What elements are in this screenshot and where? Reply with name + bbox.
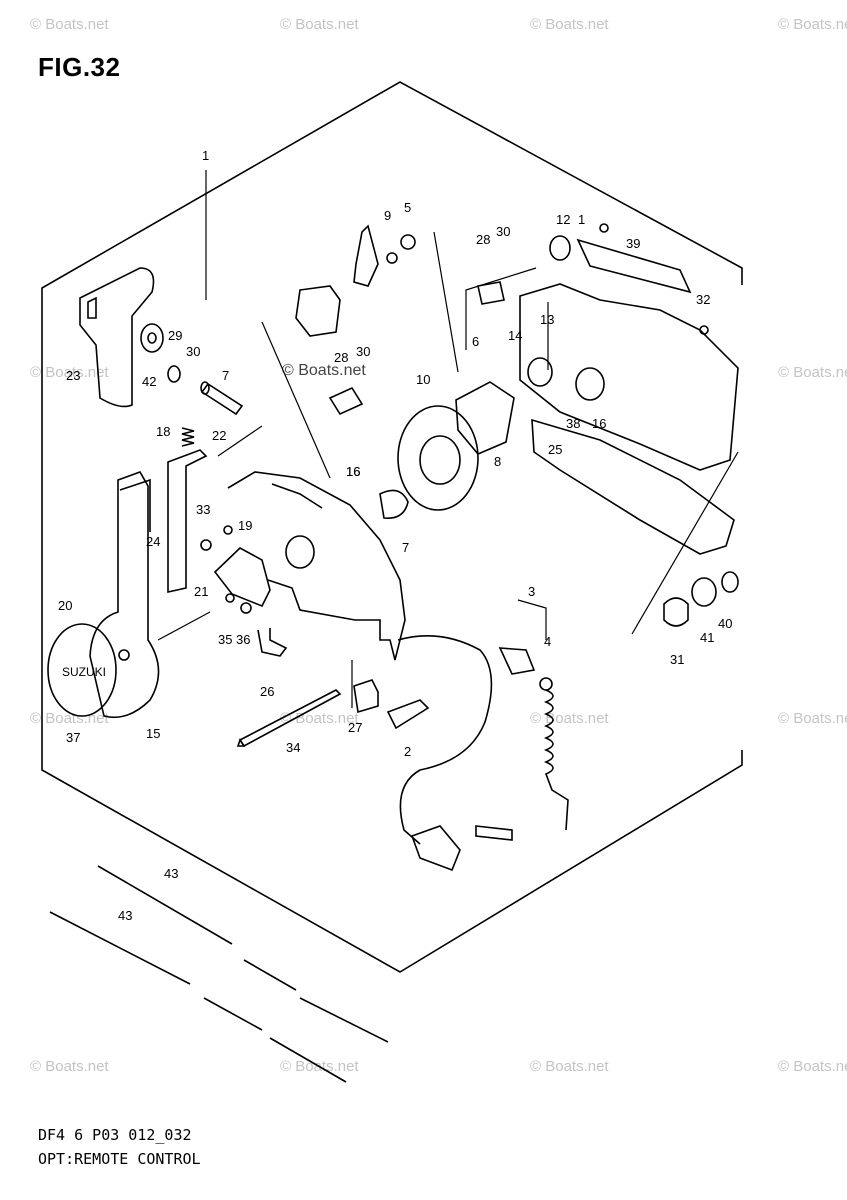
callout-label: 14: [508, 328, 522, 343]
callout-label: 21: [194, 584, 208, 599]
callout-label: 33: [196, 502, 210, 517]
callout-label: 35: [218, 632, 232, 647]
callout-label: 16: [346, 464, 360, 479]
clip-part: [257, 628, 288, 657]
stop-switch-part: [498, 647, 536, 675]
callout-label: 3: [528, 584, 535, 599]
gear-disc-part: [397, 405, 479, 511]
callout-label: 9: [384, 208, 391, 223]
callout-label: 7: [222, 368, 229, 383]
actuator-part: [455, 381, 515, 455]
watermark: © Boats.net: [530, 710, 609, 727]
watermark: © Boats.net: [778, 364, 847, 381]
callout-label: 31: [670, 652, 684, 667]
callout-label: 20: [58, 598, 72, 613]
watermark: © Boats.net: [30, 364, 109, 381]
callout-label: 42: [142, 374, 156, 389]
callout-label: 28: [476, 232, 490, 247]
callout-label: 39: [626, 236, 640, 251]
watermark: © Boats.net: [530, 16, 609, 33]
callout-label: 22: [212, 428, 226, 443]
harness-cable-part: [397, 635, 493, 845]
callout-label: 16: [346, 464, 360, 479]
watermark: © Boats.net: [30, 1058, 109, 1075]
callout-label: 30: [356, 344, 370, 359]
watermark: © Boats.net: [778, 1058, 847, 1075]
callout-label: 12: [556, 212, 570, 227]
callout-label: 36: [236, 632, 250, 647]
mount-bracket-part: [519, 283, 739, 471]
watermark: © Boats.net: [30, 710, 109, 727]
throttle-cable-part: [97, 865, 389, 1043]
callout-label: 7: [402, 540, 409, 555]
detent-plate-part: [213, 547, 271, 608]
mount-bracket-part: [531, 418, 735, 555]
plate-part: [386, 699, 430, 730]
bracket-part: [167, 449, 208, 593]
bushing-part: [663, 597, 689, 627]
watermark: © Boats.net: [280, 16, 359, 33]
watermark: © Boats.net: [778, 16, 847, 33]
link-arm-part: [353, 224, 379, 287]
callout-label: 2: [404, 744, 411, 759]
callout-label: 4: [544, 634, 551, 649]
svg-text:SUZUKI: SUZUKI: [62, 665, 106, 679]
assembly-boundary: [41, 81, 743, 973]
callout-label: 30: [186, 344, 200, 359]
callout-label: 27: [348, 720, 362, 735]
callout-label: 5: [404, 200, 411, 215]
watermark: © Boats.net: [282, 362, 366, 379]
figure-caption: OPT:REMOTE CONTROL: [38, 1150, 201, 1168]
callout-label: 6: [472, 334, 479, 349]
callout-label: 8: [494, 454, 501, 469]
figure-title: FIG.32: [38, 52, 121, 82]
callout-label: 19: [238, 518, 252, 533]
cover-cap-part: [47, 623, 117, 717]
callout-label: 28: [334, 350, 348, 365]
callout-label: 32: [696, 292, 710, 307]
watermark: © Boats.net: [30, 16, 109, 33]
callout-label: 38: [566, 416, 580, 431]
block-part: [353, 679, 379, 714]
callout-label: 30: [496, 224, 510, 239]
spring-part: [181, 427, 195, 447]
bolt-part: [238, 689, 342, 748]
callout-label: 29: [168, 328, 182, 343]
watermark: © Boats.net: [530, 1058, 609, 1075]
drawing-code: DF4 6 P03 012_032: [38, 1126, 192, 1144]
callout-label: 43: [118, 908, 132, 923]
watermark: © Boats.net: [280, 710, 359, 727]
shift-cable-part: [49, 911, 347, 1083]
callout-label: 23: [66, 368, 80, 383]
callout-label: 1: [202, 148, 209, 163]
washer-part: [167, 365, 181, 383]
pin-part: [200, 382, 244, 416]
callout-label: 25: [548, 442, 562, 457]
watermark: © Boats.net: [778, 710, 847, 727]
callout-label: 41: [700, 630, 714, 645]
control-housing-part: [227, 471, 406, 661]
callout-label: 13: [540, 312, 554, 327]
callout-label: 10: [416, 372, 430, 387]
lever-arm-part: [89, 471, 160, 719]
callout-label: 16: [592, 416, 606, 431]
callout-label: 40: [718, 616, 732, 631]
lever-grip-part: [79, 267, 155, 408]
callout-label: 1: [578, 212, 585, 227]
callout-label: 15: [146, 726, 160, 741]
callout-label: 34: [286, 740, 300, 755]
callout-label: 26: [260, 684, 274, 699]
callout-label: 37: [66, 730, 80, 745]
washer-part: [140, 323, 164, 353]
callout-label: 18: [156, 424, 170, 439]
clamp-part: [295, 285, 341, 337]
callout-label: 24: [146, 534, 160, 549]
callout-label: 43: [164, 866, 178, 881]
lanyard-coil-part: [543, 689, 569, 831]
